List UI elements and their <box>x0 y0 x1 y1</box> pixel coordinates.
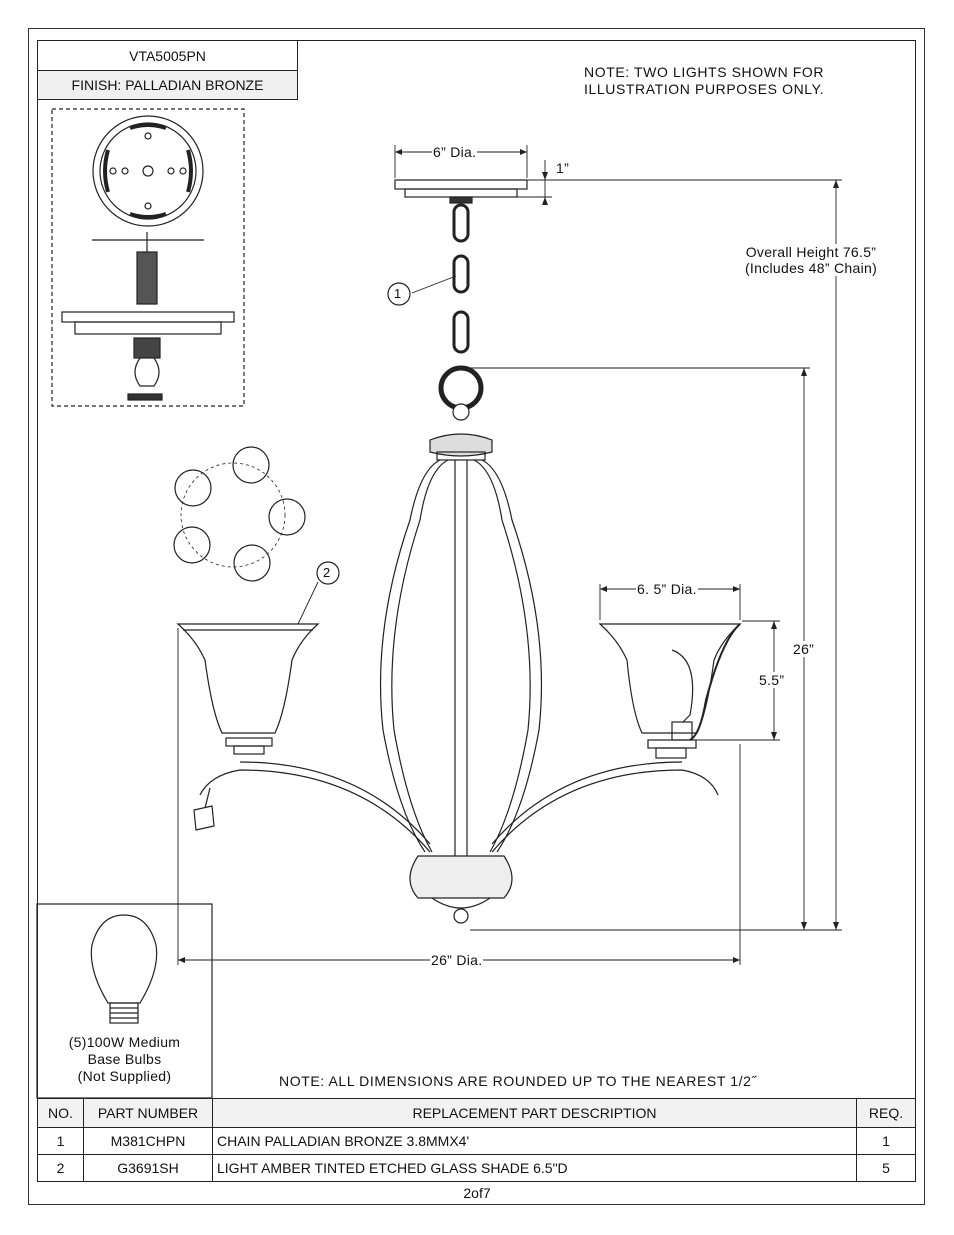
parts-table: NO. PART NUMBER REPLACEMENT PART DESCRIP… <box>37 1098 916 1182</box>
canopy-dia-label: 6” Dia. <box>432 144 478 160</box>
callout-1-circle <box>387 282 411 306</box>
row-req: 1 <box>856 1127 916 1155</box>
bulb-line2: Base Bulbs <box>87 1051 162 1067</box>
top-note: NOTE: TWO LIGHTS SHOWN FOR ILLUSTRATION … <box>584 64 824 98</box>
mounting-inset <box>51 108 245 407</box>
table-row: 1 M381CHPN CHAIN PALLADIAN BRONZE 3.8MMX… <box>37 1127 916 1155</box>
page-number: 2of7 <box>463 1185 491 1201</box>
overall-height-line2: (Includes 48” Chain) <box>744 260 878 276</box>
callout-1: 1 <box>394 286 402 301</box>
fixture-dia-label: 26” Dia. <box>430 952 484 968</box>
row-description: CHAIN PALLADIAN BRONZE 3.8MMX4' <box>212 1127 857 1155</box>
row-no: 2 <box>37 1154 84 1182</box>
row-part-number: G3691SH <box>83 1154 213 1182</box>
header-no: NO. <box>37 1098 84 1128</box>
top-note-line2: ILLUSTRATION PURPOSES ONLY. <box>584 81 825 97</box>
bulb-icon <box>90 914 158 1004</box>
table-row: 2 G3691SH LIGHT AMBER TINTED ETCHED GLAS… <box>37 1154 916 1182</box>
drawing-frame <box>37 40 916 1182</box>
model-number: VTA5005PN <box>129 47 206 64</box>
row-req: 5 <box>856 1154 916 1182</box>
shade-position-icon <box>233 544 271 582</box>
bulb-line3: (Not Supplied) <box>77 1068 172 1084</box>
shade-height-label: 5.5” <box>758 672 786 688</box>
overall-height-line1: Overall Height 76.5” <box>745 244 877 260</box>
table-header-row: NO. PART NUMBER REPLACEMENT PART DESCRIP… <box>37 1098 916 1128</box>
fixture-height-label: 26” <box>792 641 816 657</box>
finish-label: FINISH: PALLADIAN BRONZE <box>71 77 264 93</box>
shade-dia-label: 6. 5” Dia. <box>636 581 698 597</box>
row-part-number: M381CHPN <box>83 1127 213 1155</box>
bottom-note: NOTE: ALL DIMENSIONS ARE ROUNDED UP TO T… <box>279 1073 757 1089</box>
bulb-caption: (5)100W Medium Base Bulbs (Not Supplied) <box>37 1034 212 1085</box>
bulb-line1: (5)100W Medium <box>68 1034 181 1050</box>
shade-position-icon <box>173 526 211 564</box>
shade-position-icon <box>174 469 212 507</box>
overall-height-label: Overall Height 76.5” (Includes 48” Chain… <box>730 244 892 276</box>
canopy-height-label: 1” <box>555 160 571 176</box>
header-req: REQ. <box>856 1098 916 1128</box>
callout-2-circle <box>316 561 340 585</box>
top-note-line1: NOTE: TWO LIGHTS SHOWN FOR <box>584 64 825 80</box>
row-no: 1 <box>37 1127 84 1155</box>
crossbar-plate-icon <box>92 115 204 227</box>
row-description: LIGHT AMBER TINTED ETCHED GLASS SHADE 6.… <box>212 1154 857 1182</box>
shade-position-icon <box>232 446 270 484</box>
page-border <box>28 28 925 1205</box>
shade-position-icon <box>268 498 306 536</box>
header-description: REPLACEMENT PART DESCRIPTION <box>212 1098 857 1128</box>
callout-2: 2 <box>323 565 331 580</box>
header-part-number: PART NUMBER <box>83 1098 213 1128</box>
finish-box: FINISH: PALLADIAN BRONZE <box>37 70 298 100</box>
